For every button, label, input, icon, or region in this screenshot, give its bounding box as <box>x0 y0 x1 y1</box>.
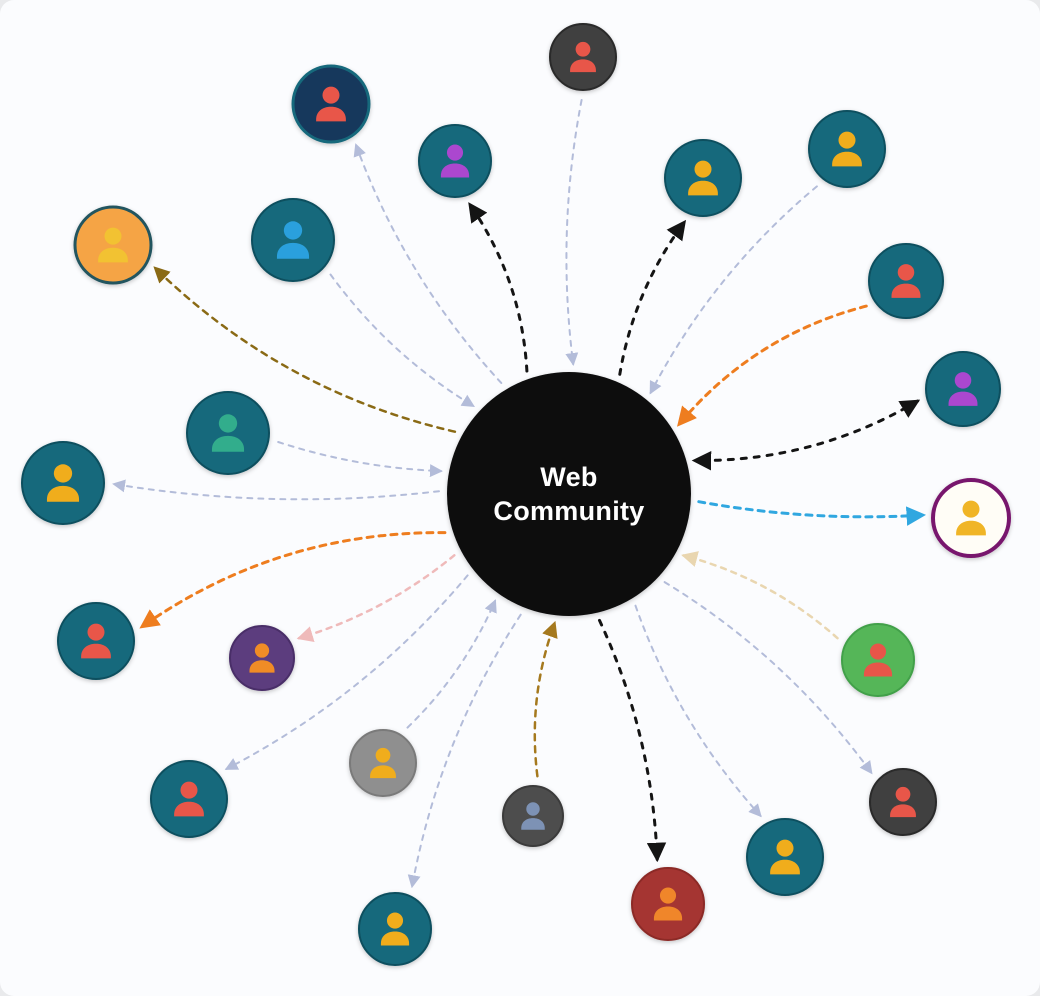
user-circle <box>21 441 105 525</box>
user-node-3 <box>418 124 492 198</box>
user-circle <box>502 785 564 847</box>
user-node-17 <box>150 760 228 838</box>
edge-14 <box>139 531 447 629</box>
user-circle <box>808 110 886 188</box>
user-circle <box>868 243 944 319</box>
user-circle <box>251 198 335 282</box>
user-node-18 <box>502 785 564 847</box>
user-circle <box>229 625 295 691</box>
user-node-6 <box>73 205 153 285</box>
user-node-2 <box>291 64 371 144</box>
edge-21 <box>634 604 762 818</box>
edge-19 <box>407 613 522 889</box>
edge-17 <box>224 574 469 770</box>
edge-7 <box>329 273 475 408</box>
user-node-9 <box>925 351 1001 427</box>
user-circle <box>925 351 1001 427</box>
edge-15 <box>296 554 456 642</box>
user-node-21 <box>746 818 824 896</box>
user-circle <box>186 391 270 475</box>
user-node-13 <box>841 623 915 697</box>
user-circle <box>841 623 915 697</box>
user-node-7 <box>251 198 335 282</box>
user-circle <box>549 23 617 91</box>
user-circle <box>869 768 937 836</box>
edge-8 <box>677 304 868 427</box>
user-circle <box>418 124 492 198</box>
user-circle <box>931 478 1011 558</box>
user-node-19 <box>358 892 432 966</box>
user-circle <box>358 892 432 966</box>
user-node-14 <box>57 602 135 680</box>
edge-11 <box>112 479 440 501</box>
user-node-8 <box>868 243 944 319</box>
edge-3 <box>468 202 529 373</box>
user-node-5 <box>808 110 886 188</box>
user-circle <box>349 729 417 797</box>
user-circle <box>746 818 824 896</box>
edge-16 <box>406 599 497 729</box>
user-node-10 <box>186 391 270 475</box>
user-node-1 <box>549 23 617 91</box>
edge-4 <box>618 219 687 376</box>
user-circle <box>150 760 228 838</box>
edge-22 <box>663 581 873 775</box>
user-node-20 <box>631 867 705 941</box>
user-node-15 <box>229 625 295 691</box>
edge-20 <box>598 618 667 863</box>
user-circle <box>57 602 135 680</box>
hub-node <box>447 372 691 616</box>
edge-9 <box>691 399 921 471</box>
user-circle <box>664 139 742 217</box>
user-node-16 <box>349 729 417 797</box>
edge-18 <box>533 620 558 778</box>
user-node-4 <box>664 139 742 217</box>
edge-1 <box>565 99 583 367</box>
user-circle <box>291 64 371 144</box>
user-circle <box>73 205 153 285</box>
user-node-12 <box>931 478 1011 558</box>
edge-13 <box>681 551 839 640</box>
user-node-22 <box>869 768 937 836</box>
edge-12 <box>697 500 927 526</box>
edge-2 <box>353 143 503 384</box>
edge-10 <box>277 441 443 478</box>
edge-5 <box>649 185 818 395</box>
user-circle <box>631 867 705 941</box>
user-node-11 <box>21 441 105 525</box>
edge-6 <box>153 266 457 433</box>
